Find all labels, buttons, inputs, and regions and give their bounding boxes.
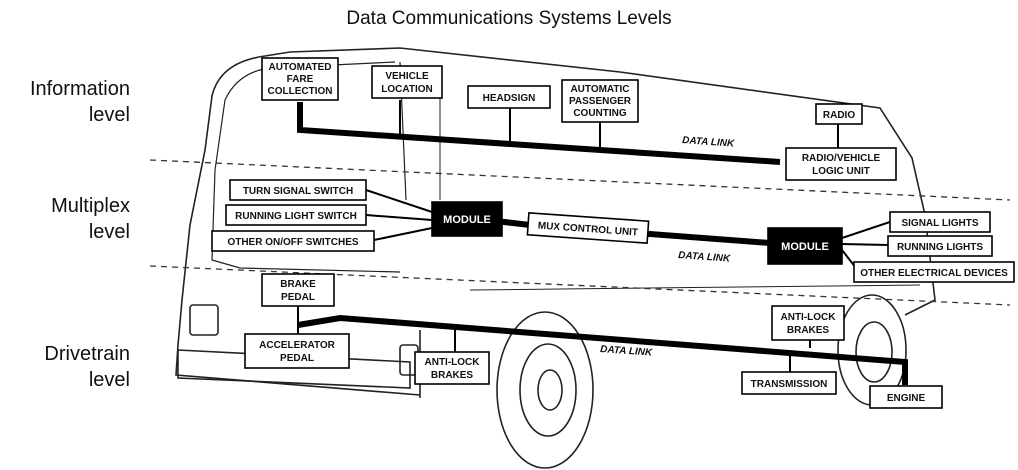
box-other-on-off-switches: OTHER ON/OFF SWITCHES: [211, 230, 375, 252]
box-radio-vehicle-logic-unit: RADIO/VEHICLE LOGIC UNIT: [785, 147, 897, 181]
bus-windshield-bottom: [211, 169, 401, 273]
other-switches-label: OTHER ON/OFF SWITCHES: [227, 237, 358, 248]
passenger-counting-line1: AUTOMATIC: [570, 84, 629, 95]
fare-collection-line2: FARE: [287, 74, 314, 85]
diagram-title: Data Communications Systems Levels: [346, 8, 672, 29]
fare-collection-line3: COLLECTION: [268, 86, 333, 97]
data-link-label-multiplex: DATA LINK: [678, 250, 731, 265]
divider-multiplex-drivetrain: [149, 265, 1011, 306]
running-light-switch-connector: [365, 214, 433, 221]
antilock-left-line2: BRAKES: [431, 370, 474, 381]
box-automatic-passenger-counting: AUTOMATIC PASSENGER COUNTING: [561, 79, 639, 123]
passenger-counting-line2: PASSENGER: [569, 96, 632, 107]
fare-collection-line1: AUTOMATED: [269, 62, 332, 73]
signal-lights-label: SIGNAL LIGHTS: [901, 218, 978, 229]
bus-roofline: [204, 47, 936, 316]
box-antilock-brakes-right: ANTI-LOCK BRAKES: [771, 305, 845, 341]
level-dividers: [149, 159, 1011, 306]
box-antilock-brakes-left: ANTI-LOCK BRAKES: [414, 351, 490, 385]
wheel-front: [496, 311, 594, 469]
box-module-left: MODULE: [431, 201, 503, 237]
box-transmission: TRANSMISSION: [741, 371, 837, 395]
bus-front-contour: [175, 149, 421, 396]
level-label-information: Information level: [0, 76, 130, 128]
accelerator-pedal-line2: PEDAL: [280, 353, 314, 364]
box-accelerator-pedal: ACCELERATOR PEDAL: [244, 333, 350, 369]
logic-unit-line2: LOGIC UNIT: [812, 166, 870, 177]
antilock-right-line2: BRAKES: [787, 325, 830, 336]
headsign-label: HEADSIGN: [483, 93, 536, 104]
box-vehicle-location: VEHICLE LOCATION: [371, 65, 443, 99]
drivetrain-bus-line: [297, 314, 908, 385]
data-link-label-drivetrain: DATA LINK: [600, 344, 653, 359]
vehicle-location-line2: LOCATION: [381, 84, 432, 95]
information-data-link: [297, 100, 839, 165]
information-bus-line: [297, 102, 781, 165]
level-label-drivetrain-line2: level: [88, 369, 130, 391]
level-label-drivetrain: Drivetrain level: [0, 341, 130, 393]
turn-signal-switch-label: TURN SIGNAL SWITCH: [243, 186, 353, 197]
headlight-left: [189, 304, 219, 336]
box-running-lights: RUNNING LIGHTS: [887, 235, 993, 257]
logic-unit-line1: RADIO/VEHICLE: [802, 153, 881, 164]
bus-outline: [175, 47, 936, 398]
running-lights-label: RUNNING LIGHTS: [897, 242, 983, 253]
divider-information-multiplex: [149, 159, 1011, 201]
running-lights-connector: [841, 243, 889, 246]
accelerator-pedal-line1: ACCELERATOR: [259, 340, 336, 351]
data-link-label-information: DATA LINK: [682, 135, 735, 150]
engine-label: ENGINE: [887, 393, 926, 404]
turn-signal-connector: [365, 189, 433, 213]
box-engine: ENGINE: [869, 385, 943, 409]
module-right-label: MODULE: [781, 241, 829, 253]
brake-pedal-line1: BRAKE: [280, 279, 316, 290]
box-other-electrical-devices: OTHER ELECTRICAL DEVICES: [853, 261, 1015, 283]
box-brake-pedal: BRAKE PEDAL: [261, 273, 335, 307]
level-label-multiplex-line1: Multiplex: [51, 195, 130, 217]
level-label-multiplex-line2: level: [88, 221, 130, 243]
passenger-counting-line3: COUNTING: [573, 108, 627, 119]
bus-side-line: [469, 284, 921, 291]
radio-label: RADIO: [823, 110, 855, 121]
box-radio: RADIO: [815, 103, 863, 125]
signal-lights-connector: [841, 221, 891, 239]
level-label-information-line1: Information: [29, 78, 130, 100]
antilock-left-line1: ANTI-LOCK: [425, 357, 481, 368]
box-headsign: HEADSIGN: [467, 85, 551, 109]
running-light-switch-label: RUNNING LIGHT SWITCH: [235, 211, 357, 222]
module-left-label: MODULE: [443, 214, 491, 226]
other-switches-connector: [373, 227, 433, 241]
level-label-multiplex: Multiplex level: [0, 193, 130, 245]
transmission-label: TRANSMISSION: [751, 379, 828, 390]
box-mux-control-unit: MUX CONTROL UNIT: [526, 211, 650, 245]
brake-pedal-line2: PEDAL: [281, 292, 315, 303]
box-automated-fare-collection: AUTOMATED FARE COLLECTION: [261, 57, 339, 101]
antilock-right-line1: ANTI-LOCK: [781, 312, 837, 323]
other-devices-label: OTHER ELECTRICAL DEVICES: [860, 268, 1008, 279]
box-module-right: MODULE: [767, 227, 843, 265]
vehicle-location-line1: VEHICLE: [385, 71, 429, 82]
box-running-light-switch: RUNNING LIGHT SWITCH: [225, 204, 367, 226]
box-turn-signal-switch: TURN SIGNAL SWITCH: [229, 179, 367, 201]
box-signal-lights: SIGNAL LIGHTS: [889, 211, 991, 233]
level-label-information-line2: level: [88, 104, 130, 126]
level-label-drivetrain-line1: Drivetrain: [44, 343, 130, 365]
